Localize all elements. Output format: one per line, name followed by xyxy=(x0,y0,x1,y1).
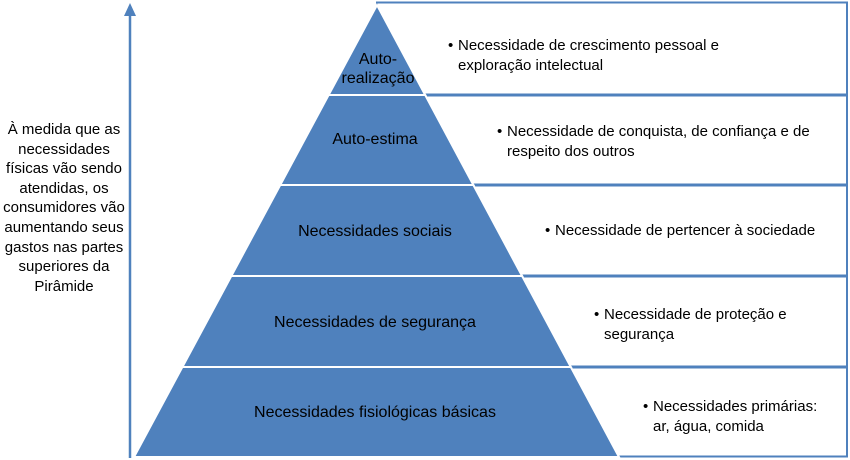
pyramid-level-physiological xyxy=(132,366,621,458)
description-box-self-actualization xyxy=(376,1,848,96)
bullet-icon: • xyxy=(497,123,503,140)
level-label-safety: Necessidades de segurança xyxy=(274,314,476,331)
arrow-up-icon xyxy=(124,3,136,16)
description-text: Necessidade de crescimento pessoal e exp… xyxy=(458,37,719,74)
level-label-physiological: Necessidades fisiológicas básicas xyxy=(254,404,496,421)
description-box-esteem xyxy=(424,94,848,186)
bullet-icon: • xyxy=(545,222,551,239)
description-text: Necessidade de proteção e segurança xyxy=(604,306,787,343)
description-text: Necessidade de conquista, de confiança e… xyxy=(507,123,810,160)
bullet-icon: • xyxy=(643,398,649,415)
level-description-safety: • Necessidade de proteção e segurança xyxy=(594,305,809,345)
description-box-safety xyxy=(521,275,848,368)
description-box-physiological xyxy=(570,366,848,458)
bullet-icon: • xyxy=(594,306,600,323)
level-description-social: • Necessidade de pertencer à sociedade xyxy=(545,221,835,241)
level-description-esteem: • Necessidade de conquista, de confiança… xyxy=(497,122,817,162)
level-label-social: Necessidades sociais xyxy=(298,223,452,240)
vertical-arrow-caption: À medida que as necessidades físicas vão… xyxy=(3,121,125,295)
level-description-self-actualization: • Necessidade de crescimento pessoal e e… xyxy=(448,36,788,76)
level-description-physiological: • Necessidades primárias: ar, água, comi… xyxy=(643,397,828,437)
level-label-esteem: Auto-estima xyxy=(332,131,418,148)
description-text: Necessidades primárias: ar, água, comida xyxy=(653,398,818,435)
description-box-social xyxy=(472,184,848,277)
description-text: Necessidade de pertencer à sociedade xyxy=(555,222,816,239)
bullet-icon: • xyxy=(448,37,454,54)
level-label-self-actualization: Auto-realização xyxy=(341,51,415,87)
